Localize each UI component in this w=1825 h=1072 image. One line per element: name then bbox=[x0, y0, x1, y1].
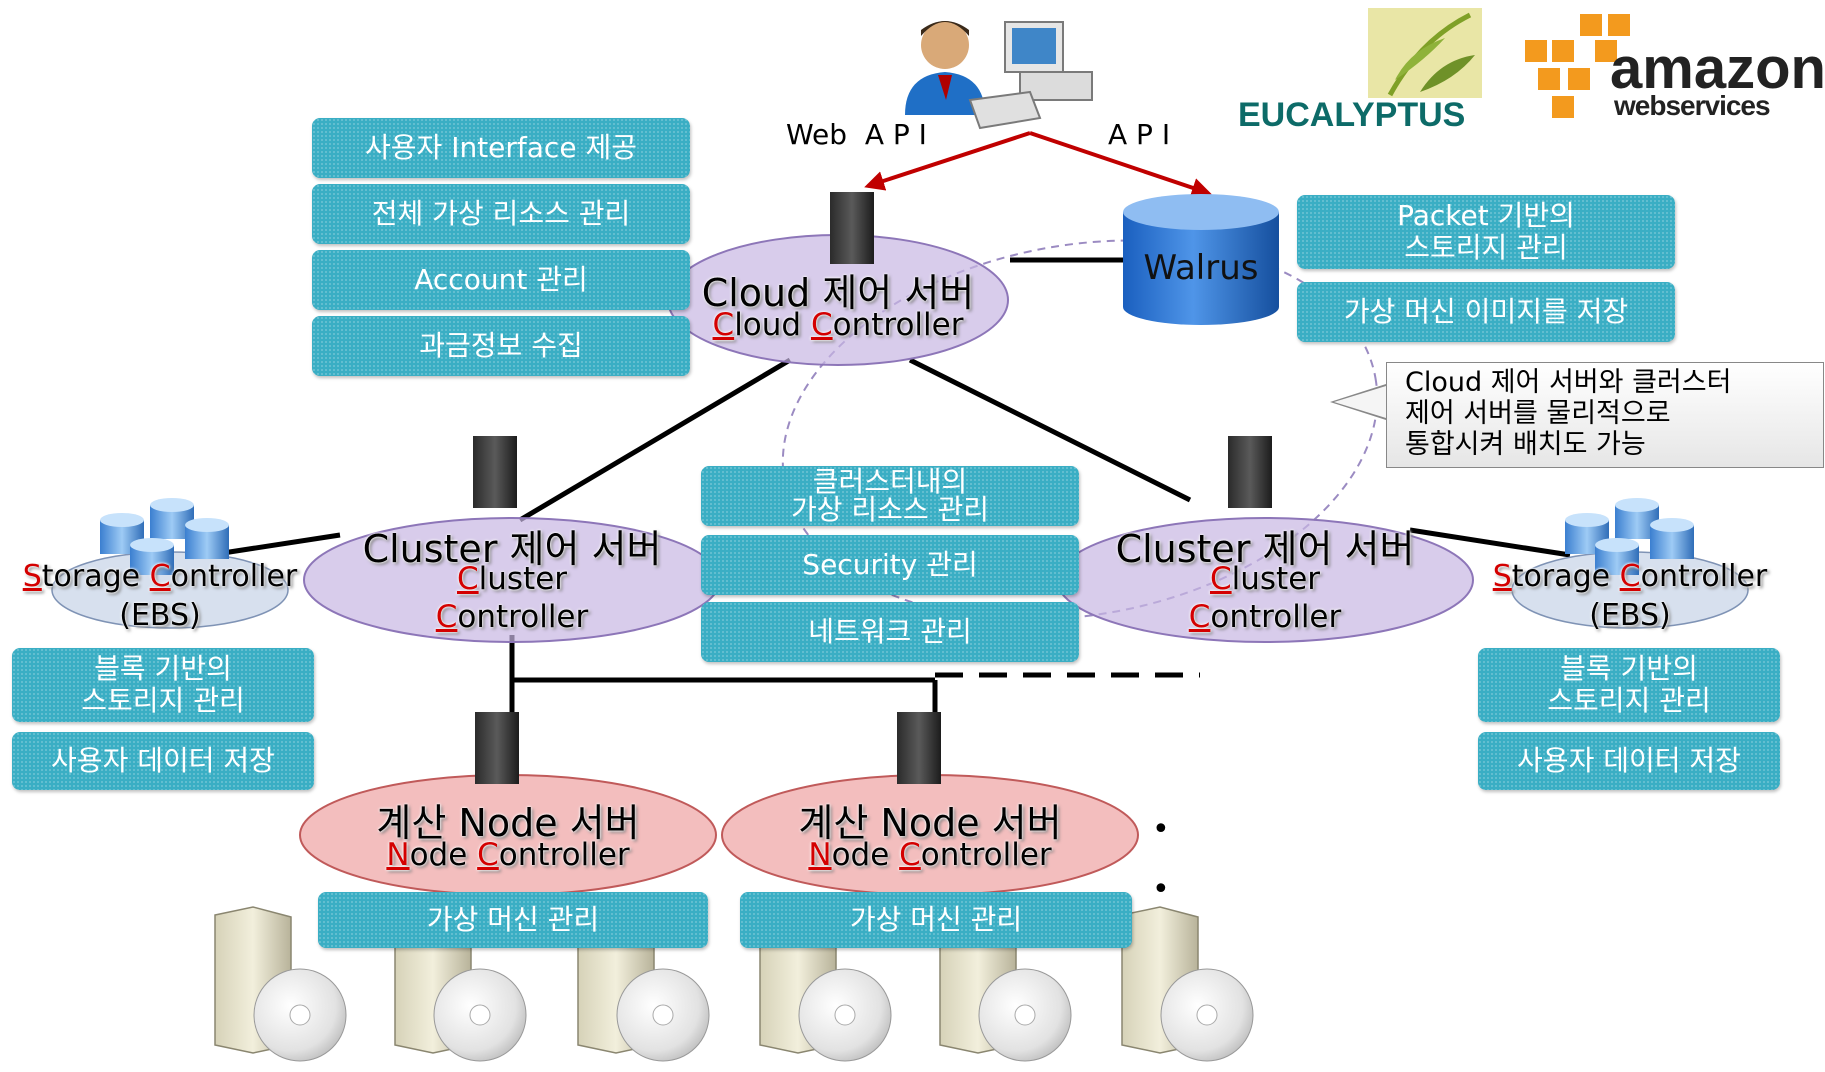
storage-function-box: 블록 기반의 스토리지 관리 bbox=[12, 648, 314, 722]
storage-function-line: 블록 기반의 bbox=[1560, 652, 1698, 685]
compute-node-title-right: 계산 Node 서버 bbox=[798, 801, 1062, 845]
cloud-subtitle-word: Cloud bbox=[712, 307, 802, 343]
walrus-function-box: 가상 머신 이미지를 저장 bbox=[1297, 282, 1675, 342]
storage-function-line: 블록 기반의 bbox=[94, 652, 232, 685]
controller-subtitle-word: Controller bbox=[810, 307, 964, 343]
cloud-node-title: Cloud 제어 서버 bbox=[701, 271, 975, 315]
walrus-label: Walrus bbox=[1143, 248, 1259, 288]
callout-line: 통합시켜 배치도 가능 bbox=[1405, 429, 1646, 460]
storage-controller-title-right: Storage Controller bbox=[1480, 559, 1780, 594]
amazon-logo-text: amazon bbox=[1610, 36, 1825, 101]
webservices-logo-text: webservices bbox=[1614, 90, 1771, 121]
walrus-function-box: Packet 기반의 스토리지 관리 bbox=[1297, 195, 1675, 269]
callout-line: Cloud 제어 서버와 클러스터 bbox=[1405, 367, 1732, 398]
cluster-node-line2-right: Controller bbox=[1188, 599, 1342, 635]
api-label: A P I bbox=[1108, 118, 1171, 151]
storage-function-box: 사용자 데이터 저장 bbox=[1478, 732, 1780, 790]
vm-function-box-left: 가상 머신 관리 bbox=[318, 892, 708, 948]
cloud-function-box: Account 관리 bbox=[312, 250, 690, 310]
controller-word: Controller bbox=[1619, 559, 1768, 594]
web-api-label: Web A P I bbox=[786, 118, 927, 151]
cluster-node-line2-left: Controller bbox=[435, 599, 589, 635]
controller-word: Controller bbox=[149, 559, 298, 594]
connection-lines bbox=[209, 257, 1571, 720]
walrus-cylinder-icon bbox=[1123, 194, 1279, 325]
storage-word: Storage bbox=[1492, 559, 1611, 594]
walrus-function-line: Packet 기반의 bbox=[1397, 199, 1575, 232]
node-word: Node bbox=[808, 837, 890, 873]
cluster-node-line1-left: Cluster bbox=[456, 561, 568, 597]
server-tower-icons bbox=[473, 192, 1272, 784]
cloud-function-box: 전체 가상 리소스 관리 bbox=[312, 184, 690, 244]
cloud-node-subtitle: Cloud Controller bbox=[668, 307, 1008, 343]
storage-ebs-left: (EBS) bbox=[119, 598, 201, 633]
cluster-node-title-left: Cluster 제어 서버 bbox=[362, 527, 662, 571]
storage-function-box: 블록 기반의 스토리지 관리 bbox=[1478, 648, 1780, 722]
node-word: Node bbox=[386, 837, 468, 873]
merge-callout-pointer-fill bbox=[1334, 386, 1386, 418]
controller-word: Controller bbox=[477, 837, 630, 873]
controller-word: Controller bbox=[899, 837, 1052, 873]
amazon-cubes-icon bbox=[1525, 14, 1630, 118]
cluster-node-line1-right: Cluster bbox=[1209, 561, 1321, 597]
cluster-function-line: 클러스터내의 bbox=[812, 465, 968, 498]
callout-line: 제어 서버를 물리적으로 bbox=[1405, 398, 1671, 429]
api-arrow bbox=[1029, 131, 1212, 198]
cluster-node-title-right: Cluster 제어 서버 bbox=[1115, 527, 1415, 571]
compute-node-subtitle-right: Node Controller bbox=[740, 837, 1120, 873]
cluster-function-box: 네트워크 관리 bbox=[701, 602, 1079, 662]
walrus-function-line: 스토리지 관리 bbox=[1404, 231, 1568, 264]
database-stack-left bbox=[100, 498, 229, 575]
eucalyptus-logo-text: EUCALYPTUS bbox=[1238, 96, 1466, 134]
storage-ebs-right: (EBS) bbox=[1589, 598, 1671, 633]
cluster-function-box: 클러스터내의 가상 리소스 관리 bbox=[701, 466, 1079, 526]
web-api-arrow bbox=[864, 131, 1031, 191]
user-icon bbox=[905, 21, 985, 115]
vm-function-box-right: 가상 머신 관리 bbox=[740, 892, 1132, 948]
compute-node-title-left: 계산 Node 서버 bbox=[376, 801, 640, 845]
storage-function-line: 스토리지 관리 bbox=[81, 684, 245, 717]
continuation-dot: • bbox=[1152, 872, 1170, 907]
compute-node-subtitle-left: Node Controller bbox=[318, 837, 698, 873]
vm-host-icons bbox=[214, 906, 1254, 1062]
storage-word: Storage bbox=[22, 559, 141, 594]
eucalyptus-logo-icon bbox=[1368, 8, 1482, 98]
cloud-function-box: 과금정보 수집 bbox=[312, 316, 690, 376]
storage-function-line: 스토리지 관리 bbox=[1547, 684, 1711, 717]
cluster-function-line: 가상 리소스 관리 bbox=[790, 493, 990, 526]
storage-function-box: 사용자 데이터 저장 bbox=[12, 732, 314, 790]
cluster-function-box: Security 관리 bbox=[701, 535, 1079, 595]
merge-callout: Cloud 제어 서버와 클러스터 제어 서버를 물리적으로 통합시켜 배치도 … bbox=[1386, 362, 1824, 468]
cloud-function-box: 사용자 Interface 제공 bbox=[312, 118, 690, 178]
database-stack-right bbox=[1565, 498, 1694, 575]
continuation-dot: • bbox=[1152, 812, 1170, 847]
storage-controller-title-left: Storage Controller bbox=[10, 559, 310, 594]
computer-icon bbox=[968, 21, 1093, 130]
